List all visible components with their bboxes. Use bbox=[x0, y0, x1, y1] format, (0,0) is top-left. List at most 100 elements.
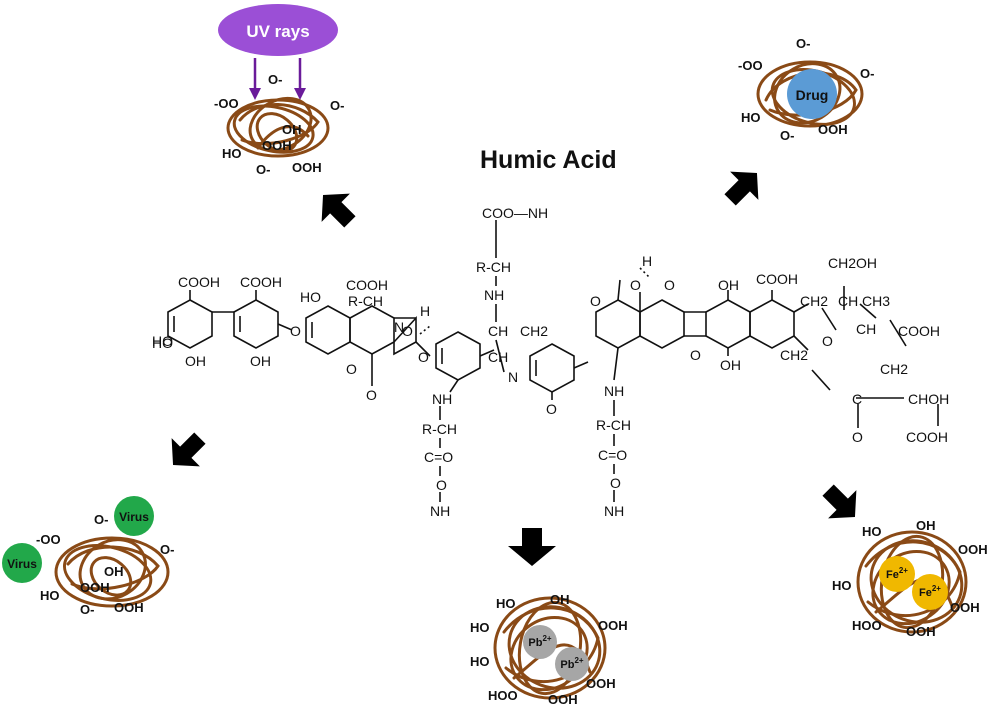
lead-group: HO bbox=[470, 654, 490, 669]
virus-group: OH bbox=[104, 564, 124, 579]
virus-group: O- bbox=[94, 512, 108, 527]
structure-label: NH bbox=[430, 503, 450, 519]
uv-rays-label: UV rays bbox=[246, 22, 309, 41]
structure-label: O bbox=[822, 333, 833, 349]
structure-label: HO bbox=[152, 335, 173, 351]
drug-group: O- bbox=[860, 66, 874, 81]
uv-group: OOH bbox=[262, 138, 292, 153]
structure-label: CH bbox=[488, 349, 508, 365]
structure-label: N bbox=[394, 319, 404, 335]
uv-group: OH bbox=[282, 122, 302, 137]
structure-label: COOH bbox=[756, 271, 798, 287]
structure-label: COOH bbox=[898, 323, 940, 339]
structure-label: COOH bbox=[906, 429, 948, 445]
aromatic-ring bbox=[749, 299, 795, 349]
iron-ion-label: Fe2+ bbox=[886, 566, 908, 581]
structure-label: CH2 bbox=[520, 323, 548, 339]
structure-label: R-CH bbox=[348, 293, 383, 309]
humic-acid-structure: COOH COOH COOH HO HO OH OH HO O O O O N … bbox=[152, 205, 949, 519]
structure-label: NH bbox=[432, 391, 452, 407]
structure-label: H bbox=[642, 253, 652, 269]
structure-label: CH3 bbox=[862, 293, 890, 309]
uv-group: OOH bbox=[292, 160, 322, 175]
lead-group: OOH bbox=[598, 618, 628, 633]
structure-label: O bbox=[290, 323, 301, 339]
structure-label: R-CH bbox=[476, 259, 511, 275]
structure-label: CH2 bbox=[800, 293, 828, 309]
structure-label: CH2OH bbox=[828, 255, 877, 271]
uv-rays-ellipse bbox=[218, 4, 338, 56]
uv-group: HO bbox=[222, 146, 242, 161]
iron-group: OOH bbox=[906, 624, 936, 639]
uv-particle: UV rays -OO O- O- OH HO OOH OOH O- bbox=[214, 4, 344, 177]
iron-group: OOH bbox=[958, 542, 988, 557]
quinone-ring bbox=[349, 305, 395, 355]
virus-coil bbox=[54, 536, 170, 608]
virus-group: HO bbox=[40, 588, 60, 603]
structure-label: C=O bbox=[598, 447, 627, 463]
structure-label: COO—NH bbox=[482, 205, 548, 221]
iron-ion bbox=[912, 574, 948, 610]
structure-label: R-CH bbox=[422, 421, 457, 437]
lead-group: OH bbox=[550, 592, 570, 607]
iron-group: OH bbox=[916, 518, 936, 533]
structure-label: O bbox=[610, 475, 621, 491]
arrows bbox=[171, 171, 857, 566]
virus-core bbox=[2, 543, 42, 583]
aromatic-ring bbox=[639, 299, 685, 349]
drug-coil bbox=[756, 60, 864, 128]
structure-label: O bbox=[346, 361, 357, 377]
block-arrow-up-right bbox=[724, 171, 759, 206]
iron-group: OOH bbox=[950, 600, 980, 615]
lead-particle: Pb2+ Pb2+ HO OH HO OOH HO OOH HOO OOH bbox=[470, 592, 628, 707]
structure-label: O bbox=[546, 401, 557, 417]
block-arrow-up-left bbox=[321, 193, 356, 228]
structure-label: HO bbox=[300, 289, 321, 305]
structure-label: H bbox=[420, 303, 430, 319]
drug-group: O- bbox=[796, 36, 810, 51]
block-arrow-down bbox=[508, 528, 556, 566]
uv-group: O- bbox=[330, 98, 344, 113]
block-arrow-down-left bbox=[171, 432, 206, 467]
structure-label: OH bbox=[720, 357, 741, 373]
structure-label: O bbox=[690, 347, 701, 363]
drug-core-label: Drug bbox=[796, 87, 829, 103]
virus-group: OOH bbox=[80, 580, 110, 595]
structure-label: O bbox=[436, 477, 447, 493]
lead-group: HOO bbox=[488, 688, 518, 703]
structure-label: O bbox=[418, 349, 429, 365]
lead-group: OOH bbox=[586, 676, 616, 691]
structure-label: O bbox=[664, 277, 675, 293]
lead-ion bbox=[523, 625, 557, 659]
structure-label: CH2 bbox=[880, 361, 908, 377]
structure-label: O bbox=[630, 277, 641, 293]
drug-group: -OO bbox=[738, 58, 763, 73]
structure-label: O bbox=[402, 323, 413, 339]
lead-ion bbox=[555, 647, 589, 681]
diagram-title: Humic Acid bbox=[480, 146, 617, 174]
structure-label: CH bbox=[488, 323, 508, 339]
iron-ion bbox=[879, 556, 915, 592]
structure-label: NH bbox=[484, 287, 504, 303]
virus-group: O- bbox=[80, 602, 94, 617]
uv-coil bbox=[226, 96, 330, 158]
structure-label: O bbox=[852, 429, 863, 445]
virus-core bbox=[114, 496, 154, 536]
structure-label: CH bbox=[856, 321, 876, 337]
virus-particle: Virus Virus O- -OO O- OH OOH HO O- OOH bbox=[2, 496, 174, 617]
uv-group: O- bbox=[256, 162, 270, 177]
structure-label: COOH bbox=[346, 277, 388, 293]
aromatic-ring bbox=[705, 299, 751, 349]
uv-group: -OO bbox=[214, 96, 239, 111]
structure-label: OH bbox=[718, 277, 739, 293]
structure-label: O bbox=[366, 387, 377, 403]
uv-arrows bbox=[249, 58, 306, 100]
structure-label: C bbox=[852, 391, 862, 407]
structure-label: COOH bbox=[178, 274, 220, 290]
structure-label: R-CH bbox=[596, 417, 631, 433]
lead-group: OOH bbox=[548, 692, 578, 707]
iron-group: HOO bbox=[852, 618, 882, 633]
structure-label: CH2 bbox=[780, 347, 808, 363]
structure-label: NH bbox=[604, 503, 624, 519]
